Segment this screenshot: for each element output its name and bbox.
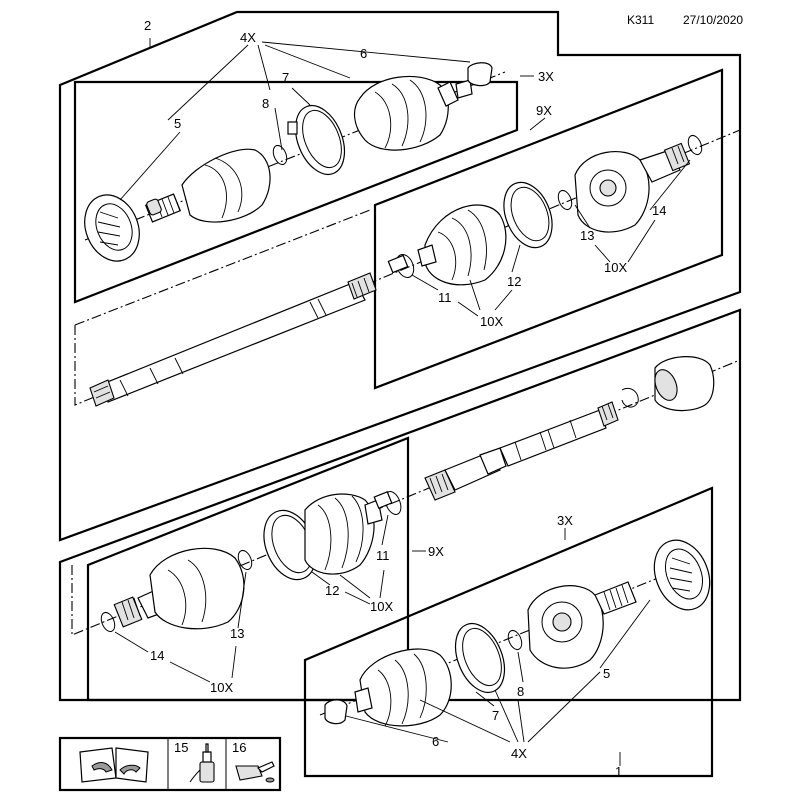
upper-outer-kit-box	[73, 80, 519, 304]
lower-abs-ring	[653, 539, 711, 611]
callout-8-top: 8	[262, 96, 269, 111]
upper-inner-clamp-12	[503, 181, 553, 249]
upper-small-ring-14	[687, 134, 703, 156]
upper-abs-ring	[84, 194, 140, 262]
callout-10x-b: 10X	[480, 314, 503, 329]
assembly-2-frame	[58, 10, 742, 542]
oil-can-icon	[235, 761, 275, 783]
callout-6-top: 6	[360, 46, 367, 61]
callout-assembly-2: 2	[144, 18, 151, 33]
callout-13-bot: 13	[230, 626, 244, 641]
manual-book-icon	[79, 747, 149, 783]
legend-label-16: 16	[232, 740, 246, 755]
callout-13-top: 13	[580, 228, 594, 243]
assembly-1-frame	[58, 308, 742, 702]
callout-7-bot: 7	[492, 708, 499, 723]
lower-snap-ring	[621, 387, 639, 408]
lower-clamp-small	[507, 629, 523, 651]
lower-small-ring-14	[100, 611, 116, 633]
upper-drive-shaft	[89, 272, 377, 407]
lower-outer-kit-box	[303, 486, 714, 778]
callout-8-bot: 8	[517, 684, 524, 699]
upper-inner-kit-box	[373, 68, 724, 390]
lower-drive-shaft	[424, 401, 619, 501]
callout-14-bot: 14	[150, 648, 164, 663]
diagram-code: K311	[627, 13, 654, 27]
callout-9x-top: 9X	[536, 103, 552, 118]
callout-10x-a: 10X	[604, 260, 627, 275]
upper-clamp-large	[287, 105, 346, 175]
lower-clamp-large	[454, 623, 506, 693]
callout-5-bot: 5	[603, 666, 610, 681]
lower-shaft-axis	[71, 359, 741, 636]
callout-3x-top: 3X	[538, 69, 554, 84]
upper-circlip-11	[387, 253, 415, 279]
upper-inner-boot	[417, 204, 507, 286]
callout-11-bot: 11	[376, 548, 390, 563]
upper-outer-cv-joint	[144, 148, 271, 223]
callout-5-top: 5	[174, 116, 181, 131]
callout-12-top: 12	[507, 274, 521, 289]
callout-11-top: 11	[438, 290, 452, 305]
upper-snap-ring-13	[557, 189, 573, 211]
callout-10x-d: 10X	[210, 680, 233, 695]
legend-box	[58, 736, 282, 792]
lower-circlip-11	[373, 491, 402, 515]
upper-shaft-bracket	[74, 209, 371, 326]
lower-tripod-joint	[113, 547, 245, 630]
callout-10x-c: 10X	[370, 599, 393, 614]
diagram-date: 27/10/2020	[683, 13, 743, 27]
callout-assembly-1: 1	[615, 764, 622, 779]
callout-7-top: 7	[282, 70, 289, 85]
upper-clamp-small	[272, 144, 288, 166]
callout-12-bot: 12	[325, 583, 339, 598]
callout-14-top: 14	[652, 203, 666, 218]
callout-3x-bot: 3X	[557, 513, 573, 528]
callout-9x-bot: 9X	[428, 544, 444, 559]
lower-small-clamp	[324, 699, 348, 725]
callout-upper-kit-qty: 4X	[240, 30, 256, 45]
legend-label-15: 15	[174, 740, 188, 755]
upper-tripod-joint	[574, 142, 691, 233]
upper-boot	[354, 75, 473, 151]
lower-inner-boot	[304, 493, 383, 575]
callout-lower-kit-qty: 4X	[511, 746, 527, 761]
lower-snap-ring-13	[237, 549, 253, 571]
lower-tripod-housing	[654, 356, 715, 412]
callout-6-bot: 6	[432, 734, 439, 749]
lower-outer-cv-joint	[527, 581, 637, 669]
lower-boot	[354, 648, 452, 727]
grease-tube-icon	[189, 743, 215, 783]
upper-small-clamp	[467, 62, 493, 87]
